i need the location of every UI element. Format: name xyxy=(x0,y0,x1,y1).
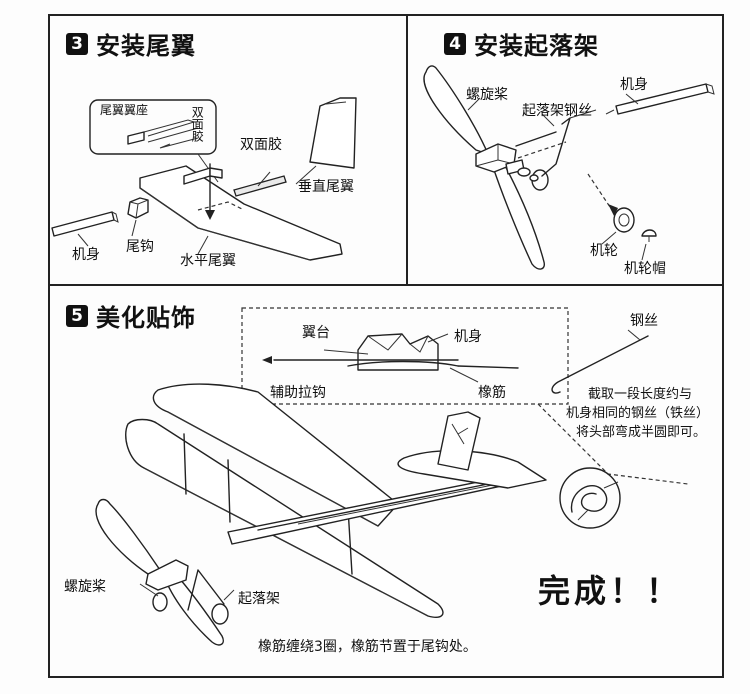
step3-title: 3 安装尾翼 xyxy=(66,26,196,61)
propeller-label-step4: 螺旋桨 xyxy=(466,87,508,103)
step4-title: 4 安装起落架 xyxy=(444,26,599,61)
double-tape-vertical-label: 双面胶 xyxy=(190,106,205,142)
note-line-2: 机身相同的钢丝（铁丝） xyxy=(566,405,710,421)
step4-title-text: 安装起落架 xyxy=(474,32,599,60)
upper-wing-shape xyxy=(152,383,399,527)
step5-assembly-diagram xyxy=(95,307,689,646)
step5-panel xyxy=(48,284,724,678)
vertical-fin-assembled xyxy=(437,411,481,471)
double-tape-strip xyxy=(233,175,287,197)
vertical-fin-shape xyxy=(309,97,357,169)
step5-number-badge: 5 xyxy=(66,304,88,327)
steel-wire-label: 钢丝 xyxy=(630,313,658,329)
rubber-band-caption: 橡筋缠绕3圈，橡筋节置于尾钩处。 xyxy=(258,639,477,655)
knot-detail-circle xyxy=(559,467,621,529)
note-line-3: 将头部弯成半圆即可。 xyxy=(576,424,707,440)
landing-gear-label: 起落架 xyxy=(238,591,280,607)
vertical-tail-label: 垂直尾翼 xyxy=(298,179,354,195)
wheel-label: 机轮 xyxy=(590,243,618,259)
wheel-shape xyxy=(613,207,635,233)
step4-number-badge: 4 xyxy=(444,32,466,55)
steel-wire-note: 截取一段长度约与 机身相同的钢丝（铁丝） 将头部弯成半圆即可。 xyxy=(566,386,709,443)
fuselage-label-step5: 机身 xyxy=(454,329,482,345)
steel-wire-shape xyxy=(551,335,649,394)
tail-hook-label: 尾钩 xyxy=(126,239,154,255)
propeller-shape xyxy=(423,65,489,155)
wing-mount-label: 翼台 xyxy=(302,325,330,341)
step4-gear-diagram xyxy=(423,65,715,270)
fuselage-label-step4: 机身 xyxy=(620,77,648,93)
tail-mount-callout xyxy=(89,99,217,155)
step5-title-text: 美化贴饰 xyxy=(96,304,196,332)
wheel-cap-shape xyxy=(641,229,657,237)
lower-wing-shape xyxy=(125,418,444,618)
gear-wire-shape xyxy=(541,117,571,177)
horizontal-tail-label: 水平尾翼 xyxy=(180,253,236,269)
note-line-1: 截取一段长度约与 xyxy=(588,387,693,402)
rubber-band-label: 橡筋 xyxy=(478,385,506,401)
double-tape-label: 双面胶 xyxy=(240,137,282,153)
gear-wire-label: 起落架钢丝 xyxy=(522,103,592,119)
step3-number-badge: 3 xyxy=(66,32,88,55)
fuselage-label-step3: 机身 xyxy=(72,247,100,263)
wing-mount-detail-box xyxy=(241,307,569,405)
step3-title-text: 安装尾翼 xyxy=(96,32,196,60)
wheel-cap-label: 机轮帽 xyxy=(624,261,666,277)
completion-text: 完成！！ xyxy=(538,572,683,610)
step3-tail-diagram xyxy=(51,97,357,261)
horizontal-stabilizer-assembled xyxy=(397,450,547,489)
aux-hook-label: 辅助拉钩 xyxy=(270,385,326,401)
landing-gear-assembled xyxy=(187,569,225,611)
step5-title: 5 美化贴饰 xyxy=(66,298,196,333)
tail-mount-label: 尾翼翼座 xyxy=(100,103,149,117)
propeller-assembled xyxy=(95,498,161,575)
propeller-label-step5: 螺旋桨 xyxy=(64,579,106,595)
